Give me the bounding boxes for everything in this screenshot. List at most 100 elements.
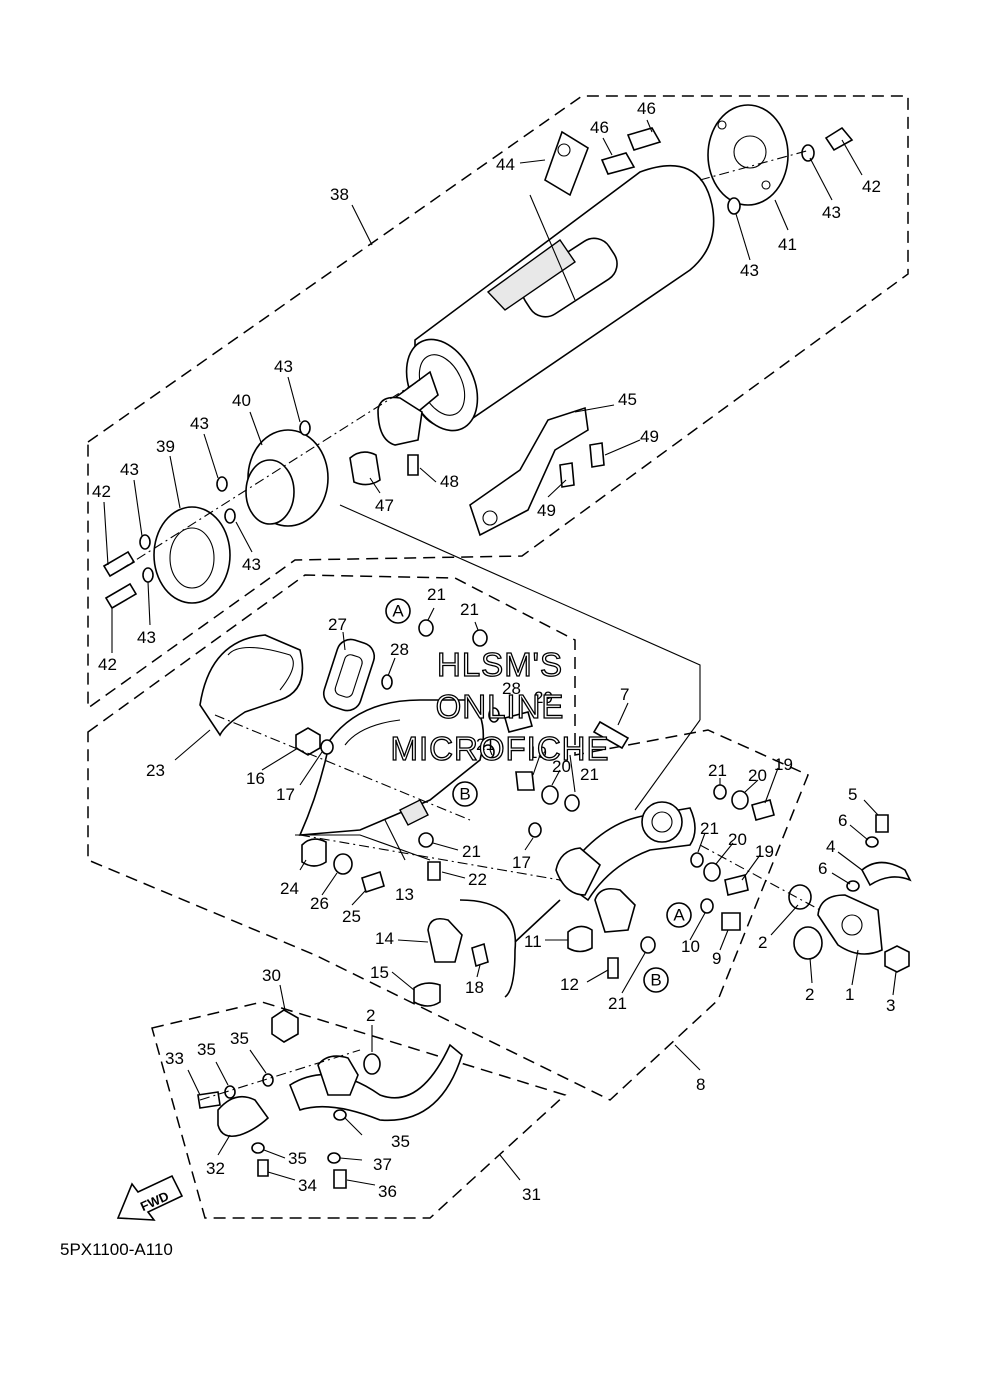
label-35b: 35 [230, 1029, 249, 1048]
muffler-stay [469, 406, 589, 537]
flange-1 [817, 894, 883, 955]
leader-30 [279, 984, 286, 1011]
header-group-outline [151, 1001, 567, 1219]
label-33: 33 [165, 1049, 184, 1068]
label-34: 34 [298, 1176, 317, 1195]
washer-21-c [564, 794, 580, 812]
leader-20c [551, 769, 561, 786]
heat-guard-strap [227, 647, 294, 691]
label-37: 37 [373, 1155, 392, 1174]
label-25: 25 [342, 907, 361, 926]
label-4: 4 [826, 837, 835, 856]
leader-17a [299, 751, 323, 786]
leader-43d [235, 521, 253, 553]
leader-38 [351, 204, 373, 246]
leader-21h [621, 952, 646, 994]
leader-18 [476, 964, 481, 978]
leader-21g [432, 842, 459, 851]
flange-1-hole [841, 914, 863, 936]
label-9: 9 [712, 949, 721, 968]
label-28b: 28 [502, 679, 521, 698]
leader-16 [261, 747, 299, 771]
washer-20-r1 [731, 790, 749, 810]
washer-21-mid [481, 744, 495, 760]
label-43g: 43 [740, 261, 759, 280]
leader-37 [339, 1157, 363, 1161]
washer-17-a [320, 739, 334, 755]
leader-19b [741, 854, 761, 881]
label-35c: 35 [288, 1149, 307, 1168]
leader-26 [321, 872, 338, 896]
axis-line-left [119, 379, 421, 571]
washer-21-upper2 [472, 629, 488, 647]
part-number-labels: 38 44 46 46 42 43 41 43 45 49 49 48 47 4… [92, 99, 895, 1204]
label-44: 44 [496, 155, 515, 174]
gasket-47 [349, 451, 381, 486]
washer-21-r2 [690, 852, 704, 868]
heat-shield-13 [298, 699, 485, 836]
header-axis [199, 1049, 361, 1101]
washer-21-low [418, 832, 434, 848]
leader-24 [299, 859, 307, 871]
gasket-15 [413, 982, 441, 1007]
label-15: 15 [370, 963, 389, 982]
ref-circle-b2 [643, 967, 669, 993]
leader-21a [427, 607, 435, 621]
ref-marker-b2: B [650, 971, 661, 990]
muffler-group-outline [87, 95, 909, 710]
bolt-42-a [102, 550, 136, 578]
label-2a: 2 [758, 933, 767, 952]
flange-axis [699, 844, 821, 911]
leader-35b [249, 1049, 267, 1074]
leader-44 [519, 159, 546, 164]
bolt-49-a [589, 442, 605, 468]
leader-12 [586, 969, 609, 983]
label-48: 48 [440, 472, 459, 491]
leader-43r1 [809, 157, 833, 201]
pipe-flange [641, 801, 683, 843]
label-45: 45 [618, 390, 637, 409]
washer-20-r2 [703, 862, 721, 882]
washer-43-e [142, 567, 154, 583]
muffler-mount-plate [486, 239, 576, 311]
leader-35a [215, 1061, 229, 1086]
watermark-line-3: MICROFICHE [391, 730, 610, 767]
bolt-7 [592, 720, 630, 750]
leader-27 [342, 631, 346, 651]
leader-19c [532, 754, 541, 776]
watermark-line-1: HLSM'S [437, 646, 563, 683]
forward-arrow: FWD [116, 1174, 184, 1221]
label-23: 23 [146, 761, 165, 780]
bolt-49-b [559, 462, 575, 488]
leader-46a [646, 119, 653, 133]
bolt-46-lower [600, 152, 636, 175]
bolt-42-b [104, 582, 138, 610]
bolt-5 [875, 814, 889, 833]
bolt-48 [407, 454, 419, 476]
label-5: 5 [848, 785, 857, 804]
header-pipe-assembly [197, 1009, 463, 1189]
label-21a: 21 [427, 585, 446, 604]
label-1: 1 [845, 985, 854, 1004]
leader-13 [384, 819, 406, 861]
label-14: 14 [375, 929, 394, 948]
label-21f: 21 [476, 735, 495, 754]
leader-31 [499, 1154, 521, 1181]
washer-6-a [865, 836, 879, 848]
label-42c: 42 [862, 177, 881, 196]
bolt-34 [257, 1159, 269, 1177]
label-29: 29 [534, 688, 553, 707]
washer-17-b [528, 822, 542, 838]
washer-6-b [846, 880, 860, 892]
leader-15 [391, 971, 415, 991]
bolt-42-right [824, 126, 854, 152]
label-11: 11 [524, 932, 542, 951]
label-22: 22 [468, 870, 487, 889]
leader-39 [169, 455, 181, 509]
label-42a: 42 [92, 482, 111, 501]
tail-cap-opening [169, 527, 215, 589]
washer-21-bottom [640, 936, 656, 954]
gasket-11 [567, 925, 593, 953]
leader-49a [604, 439, 641, 456]
label-35a: 35 [197, 1040, 216, 1059]
